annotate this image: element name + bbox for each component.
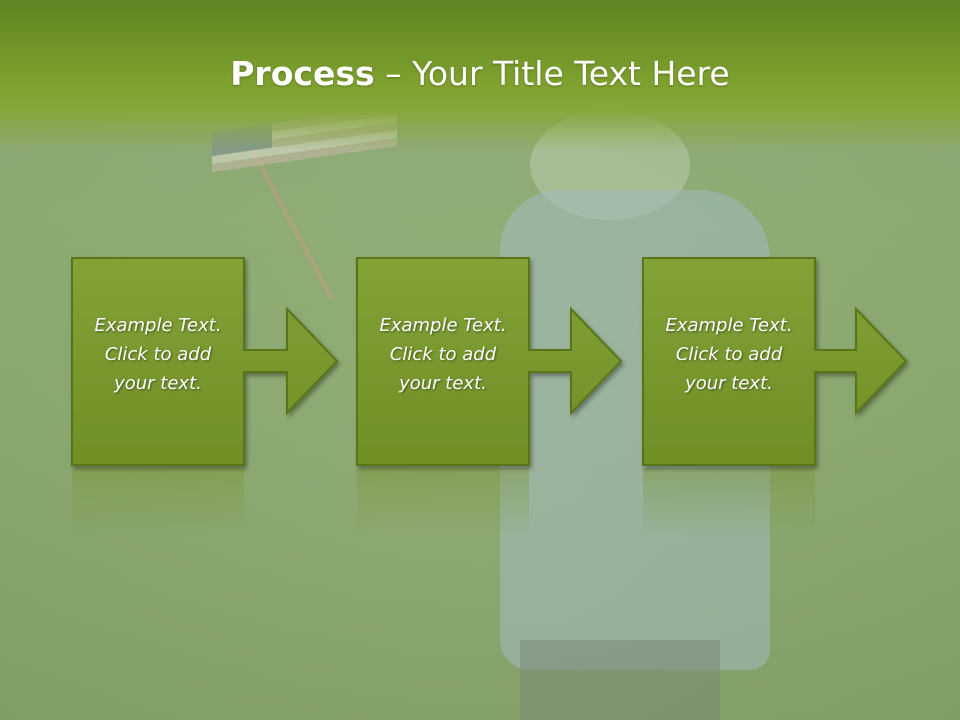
step-2-line-2: Click to add (389, 344, 497, 365)
step-1-line-2: Click to add (104, 344, 212, 365)
step-3-reflection (643, 468, 815, 538)
title-bold: Process (230, 54, 375, 93)
step-3-line-1: Example Text. (665, 315, 793, 336)
step-2-text[interactable]: Example Text. Click to add your text. (357, 311, 529, 398)
step-1-line-3: your text. (114, 373, 202, 394)
step-3-line-3: your text. (685, 373, 773, 394)
step-2-arrow-box[interactable] (356, 257, 623, 466)
step-2-line-3: your text. (399, 373, 487, 394)
step-1-arrow-box[interactable] (71, 257, 339, 466)
title-bar (0, 0, 960, 150)
step-3-line-2: Click to add (675, 344, 783, 365)
title-rest: Your Title Text Here (412, 54, 730, 93)
step-3-text[interactable]: Example Text. Click to add your text. (643, 311, 815, 398)
step-1-text[interactable]: Example Text. Click to add your text. (72, 311, 244, 398)
title-dash: – (374, 54, 413, 93)
background-child-legs (520, 640, 720, 720)
step-2-reflection (357, 468, 529, 538)
slide-title[interactable]: Process – Your Title Text Here (0, 52, 960, 96)
step-1-line-1: Example Text. (94, 315, 222, 336)
step-1-reflection (72, 468, 244, 538)
step-3-arrow-box[interactable] (642, 257, 908, 466)
step-2-line-1: Example Text. (379, 315, 507, 336)
